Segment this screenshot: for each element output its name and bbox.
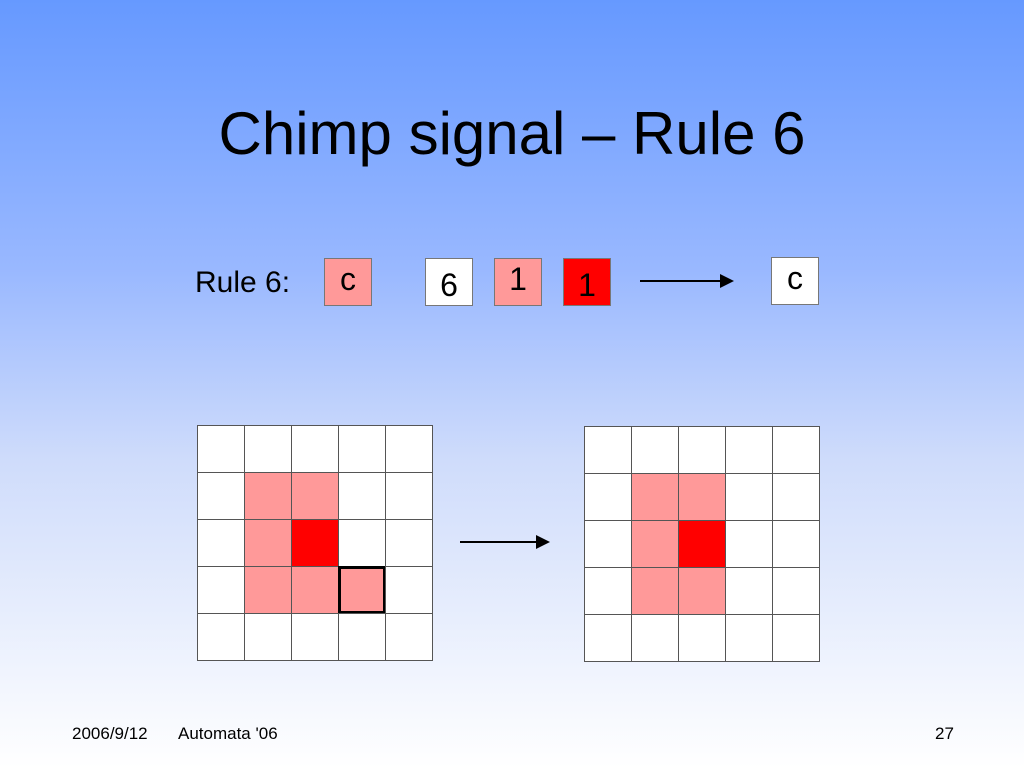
after-cell-1-3 bbox=[725, 473, 773, 521]
after-cell-3-2 bbox=[678, 567, 726, 615]
after-cell-0-1 bbox=[631, 426, 679, 474]
rule-arrow bbox=[640, 274, 734, 288]
before-cell-4-4 bbox=[385, 613, 433, 661]
before-cell-2-0 bbox=[197, 519, 245, 567]
before-cell-4-2 bbox=[291, 613, 339, 661]
before-cell-1-3 bbox=[338, 472, 386, 520]
after-cell-3-4 bbox=[772, 567, 820, 615]
after-cell-2-4 bbox=[772, 520, 820, 568]
before-cell-3-1 bbox=[244, 566, 292, 614]
before-cell-4-0 bbox=[197, 613, 245, 661]
after-cell-0-3 bbox=[725, 426, 773, 474]
after-cell-2-0 bbox=[584, 520, 632, 568]
before-cell-3-3 bbox=[338, 566, 386, 614]
before-cell-4-3 bbox=[338, 613, 386, 661]
before-cell-1-4 bbox=[385, 472, 433, 520]
rule-result-token: c bbox=[771, 257, 819, 305]
footer-date: 2006/9/12 bbox=[72, 724, 148, 743]
after-cell-0-4 bbox=[772, 426, 820, 474]
after-cell-3-3 bbox=[725, 567, 773, 615]
after-cell-4-4 bbox=[772, 614, 820, 662]
transition-arrow bbox=[460, 535, 550, 549]
rule-token-center-state: c bbox=[324, 258, 372, 306]
before-cell-2-4 bbox=[385, 519, 433, 567]
before-cell-1-2 bbox=[291, 472, 339, 520]
after-cell-0-2 bbox=[678, 426, 726, 474]
after-cell-2-2 bbox=[678, 520, 726, 568]
after-cell-1-2 bbox=[678, 473, 726, 521]
before-cell-3-4 bbox=[385, 566, 433, 614]
before-cell-3-2 bbox=[291, 566, 339, 614]
rule-token-light: 1 bbox=[494, 258, 542, 306]
before-cell-2-2 bbox=[291, 519, 339, 567]
after-cell-3-0 bbox=[584, 567, 632, 615]
after-cell-2-1 bbox=[631, 520, 679, 568]
after-cell-4-2 bbox=[678, 614, 726, 662]
rule-token-red: 1 bbox=[563, 258, 611, 306]
before-cell-0-2 bbox=[291, 425, 339, 473]
after-cell-4-0 bbox=[584, 614, 632, 662]
after-cell-1-4 bbox=[772, 473, 820, 521]
after-cell-2-3 bbox=[725, 520, 773, 568]
before-cell-0-0 bbox=[197, 425, 245, 473]
before-cell-3-0 bbox=[197, 566, 245, 614]
before-cell-2-3 bbox=[338, 519, 386, 567]
rule-label: Rule 6: bbox=[195, 266, 291, 299]
before-cell-2-1 bbox=[244, 519, 292, 567]
after-cell-4-3 bbox=[725, 614, 773, 662]
after-cell-1-0 bbox=[584, 473, 632, 521]
after-cell-3-1 bbox=[631, 567, 679, 615]
after-cell-1-1 bbox=[631, 473, 679, 521]
before-cell-0-4 bbox=[385, 425, 433, 473]
before-cell-0-1 bbox=[244, 425, 292, 473]
before-cell-4-1 bbox=[244, 613, 292, 661]
before-cell-1-1 bbox=[244, 472, 292, 520]
before-cell-1-0 bbox=[197, 472, 245, 520]
after-cell-4-1 bbox=[631, 614, 679, 662]
rule-token-count: 6 bbox=[425, 258, 473, 306]
footer-course: Automata '06 bbox=[178, 724, 278, 743]
after-cell-0-0 bbox=[584, 426, 632, 474]
footer-page-number: 27 bbox=[935, 724, 954, 743]
before-cell-0-3 bbox=[338, 425, 386, 473]
slide-title: Chimp signal – Rule 6 bbox=[218, 100, 806, 167]
